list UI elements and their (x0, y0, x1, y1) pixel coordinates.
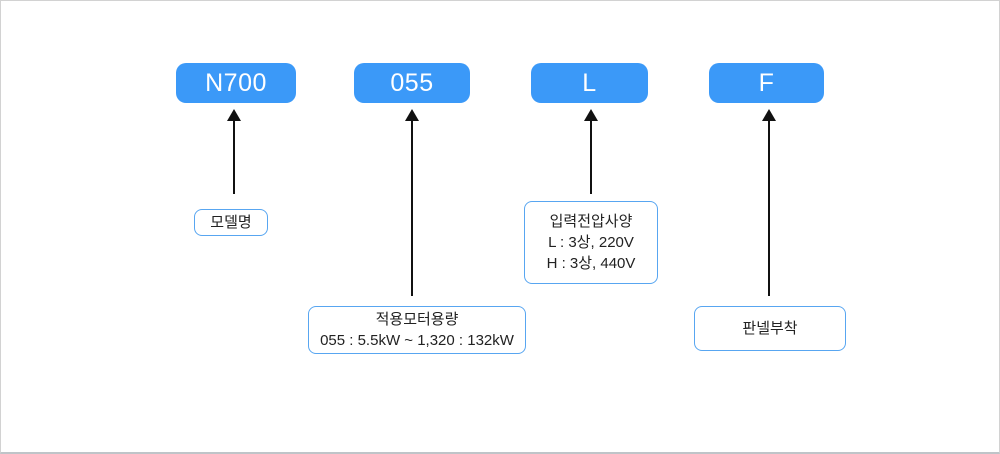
arrowhead (227, 109, 241, 121)
code-box-input-voltage: L (531, 63, 648, 103)
label-box-panel-mount: 판넬부착 (694, 306, 846, 351)
up-arrow-icon-panel-mount (762, 109, 776, 296)
code-text-input-voltage: L (582, 68, 597, 97)
code-text-model-name: N700 (205, 68, 267, 97)
label-box-motor-capacity: 적용모터용량 055 : 5.5kW ~ 1,320 : 132kW (308, 306, 526, 354)
arrowhead (584, 109, 598, 121)
label-line: 판넬부착 (742, 320, 798, 337)
label-line: L : 3상, 220V (548, 234, 634, 251)
label-line: 입력전압사양 (549, 213, 633, 230)
code-box-model-name: N700 (176, 63, 296, 103)
label-line: H : 3상, 440V (546, 255, 636, 272)
arrow-shaft (768, 121, 770, 296)
label-line: 055 : 5.5kW ~ 1,320 : 132kW (320, 332, 514, 349)
code-text-panel-mount: F (758, 68, 775, 97)
label-line: 모델명 (210, 214, 252, 231)
code-text-motor-capacity: 055 (390, 68, 434, 97)
arrow-shaft (590, 121, 592, 194)
arrowhead (405, 109, 419, 121)
code-box-motor-capacity: 055 (354, 63, 470, 103)
arrow-shaft (233, 121, 235, 194)
arrowhead (762, 109, 776, 121)
up-arrow-icon-input-voltage (584, 109, 598, 194)
label-box-input-voltage: 입력전압사양 L : 3상, 220V H : 3상, 440V (524, 201, 658, 284)
code-box-panel-mount: F (709, 63, 824, 103)
label-box-model-name: 모델명 (194, 209, 268, 236)
up-arrow-icon-motor-capacity (405, 109, 419, 296)
up-arrow-icon-model-name (227, 109, 241, 194)
arrow-shaft (411, 121, 413, 296)
label-line: 적용모터용량 (375, 311, 459, 328)
